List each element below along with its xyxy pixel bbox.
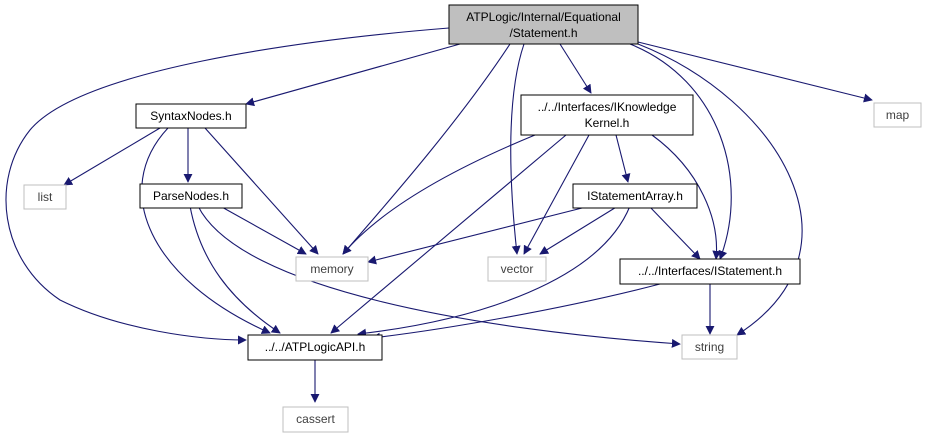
edge-istatementarray-to-vector xyxy=(539,205,619,255)
node-map-label: map xyxy=(886,108,910,122)
edge-iknowledgekernel-to-memory xyxy=(342,134,536,255)
node-istatementarray[interactable]: IStatementArray.h xyxy=(572,183,698,209)
edge-istatementarray-to-istatement xyxy=(648,205,701,260)
edge-syntaxnodes-to-memory xyxy=(204,127,319,255)
edge-root-to-istatement xyxy=(629,43,732,260)
edge-syntaxnodes-to-atplogicapi xyxy=(141,127,271,334)
node-syntaxnodes-label: SyntaxNodes.h xyxy=(150,109,231,123)
node-string[interactable]: string xyxy=(681,334,738,360)
node-list[interactable]: list xyxy=(23,184,67,210)
node-vector[interactable]: vector xyxy=(487,256,547,282)
edge-root-to-atplogicapi xyxy=(5,27,450,345)
node-memory-label: memory xyxy=(310,262,353,276)
node-istatementarray-label: IStatementArray.h xyxy=(587,189,683,203)
node-atplogicapi-label: ../../ATPLogicAPI.h xyxy=(265,340,366,354)
edge-root-to-string xyxy=(637,43,803,336)
node-root-line-1: ATPLogic/Internal/Equational xyxy=(466,10,621,24)
edge-parsenodes-to-atplogicapi xyxy=(189,205,281,334)
node-cassert[interactable]: cassert xyxy=(282,406,349,433)
node-cassert-label: cassert xyxy=(296,412,335,426)
node-map[interactable]: map xyxy=(873,102,922,128)
edge-root-to-memory xyxy=(342,43,511,255)
node-root-line-2: /Statement.h xyxy=(509,26,577,40)
edge-syntaxnodes-to-list xyxy=(63,127,161,186)
edge-root-to-vector xyxy=(510,43,525,255)
node-syntaxnodes[interactable]: SyntaxNodes.h xyxy=(135,103,247,129)
node-atplogicapi[interactable]: ../../ATPLogicAPI.h xyxy=(247,334,383,361)
edge-root-to-iknowledgekernel xyxy=(559,43,592,94)
edge-root-to-syntaxnodes xyxy=(245,43,461,107)
node-string-label: string xyxy=(695,340,724,354)
node-vector-label: vector xyxy=(501,262,534,276)
node-parsenodes-label: ParseNodes.h xyxy=(153,189,229,203)
node-list-label: list xyxy=(38,190,53,204)
node-iknowledgekernel[interactable]: ../../Interfaces/IKnowledge Kernel.h xyxy=(520,94,694,136)
node-parsenodes[interactable]: ParseNodes.h xyxy=(139,183,243,209)
node-istatement-label: ../../Interfaces/IStatement.h xyxy=(638,264,782,278)
edge-iknowledgekernel-to-istatementarray xyxy=(615,134,631,183)
node-root[interactable]: ATPLogic/Internal/Equational /Statement.… xyxy=(448,4,639,45)
edge-iknowledgekernel-to-vector xyxy=(523,134,590,255)
node-memory[interactable]: memory xyxy=(295,256,369,282)
node-istatement[interactable]: ../../Interfaces/IStatement.h xyxy=(619,258,801,285)
edge-istatementarray-to-memory xyxy=(367,205,591,265)
node-iknowledgekernel-line-1: ../../Interfaces/IKnowledge xyxy=(538,100,677,114)
edge-iknowledgekernel-to-istatement xyxy=(651,134,722,260)
edge-istatementarray-to-atplogicapi xyxy=(357,205,631,338)
edge-istatement-to-atplogicapi xyxy=(371,283,661,342)
edge-parsenodes-to-string xyxy=(197,205,681,348)
edge-parsenodes-to-memory xyxy=(219,205,307,255)
node-iknowledgekernel-line-2: Kernel.h xyxy=(585,116,630,130)
edge-root-to-map xyxy=(637,41,873,103)
edge-iknowledgekernel-to-atplogicapi xyxy=(330,134,567,334)
